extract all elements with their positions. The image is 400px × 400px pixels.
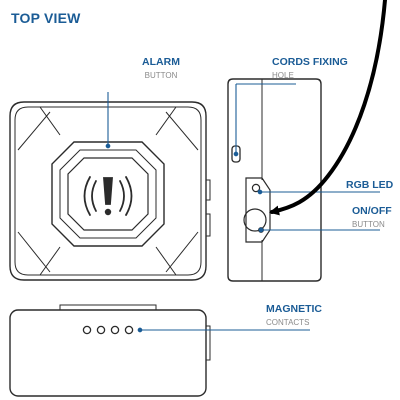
leader-rgb-dot bbox=[257, 189, 263, 195]
magnetic-label: MAGNETIC bbox=[266, 303, 322, 315]
cords-fixing-sublabel: HOLE bbox=[272, 71, 294, 80]
alarm-button-icon bbox=[83, 176, 133, 216]
on-off-label: ON/OFF bbox=[352, 205, 392, 217]
leader-magnetic-dot bbox=[137, 327, 143, 333]
leader-on-off-dot bbox=[258, 227, 264, 233]
device-side-view bbox=[227, 78, 322, 282]
device-bottom-view bbox=[9, 304, 211, 397]
alarm-sublabel: BUTTON bbox=[144, 71, 178, 80]
leader-cords-dot bbox=[233, 151, 239, 157]
leader-lines bbox=[105, 83, 380, 333]
magnetic-sublabel: CONTACTS bbox=[266, 318, 310, 327]
alarm-label: ALARM bbox=[142, 56, 180, 68]
leader-alarm-dot bbox=[105, 143, 111, 149]
on-off-sublabel: BUTTON bbox=[352, 220, 385, 229]
rgb-led-label: RGB LED bbox=[346, 179, 394, 191]
cords-fixing-label: CORDS FIXING bbox=[272, 56, 348, 68]
curved-arrow-icon bbox=[269, 0, 387, 216]
page-title: TOP VIEW bbox=[11, 10, 81, 26]
